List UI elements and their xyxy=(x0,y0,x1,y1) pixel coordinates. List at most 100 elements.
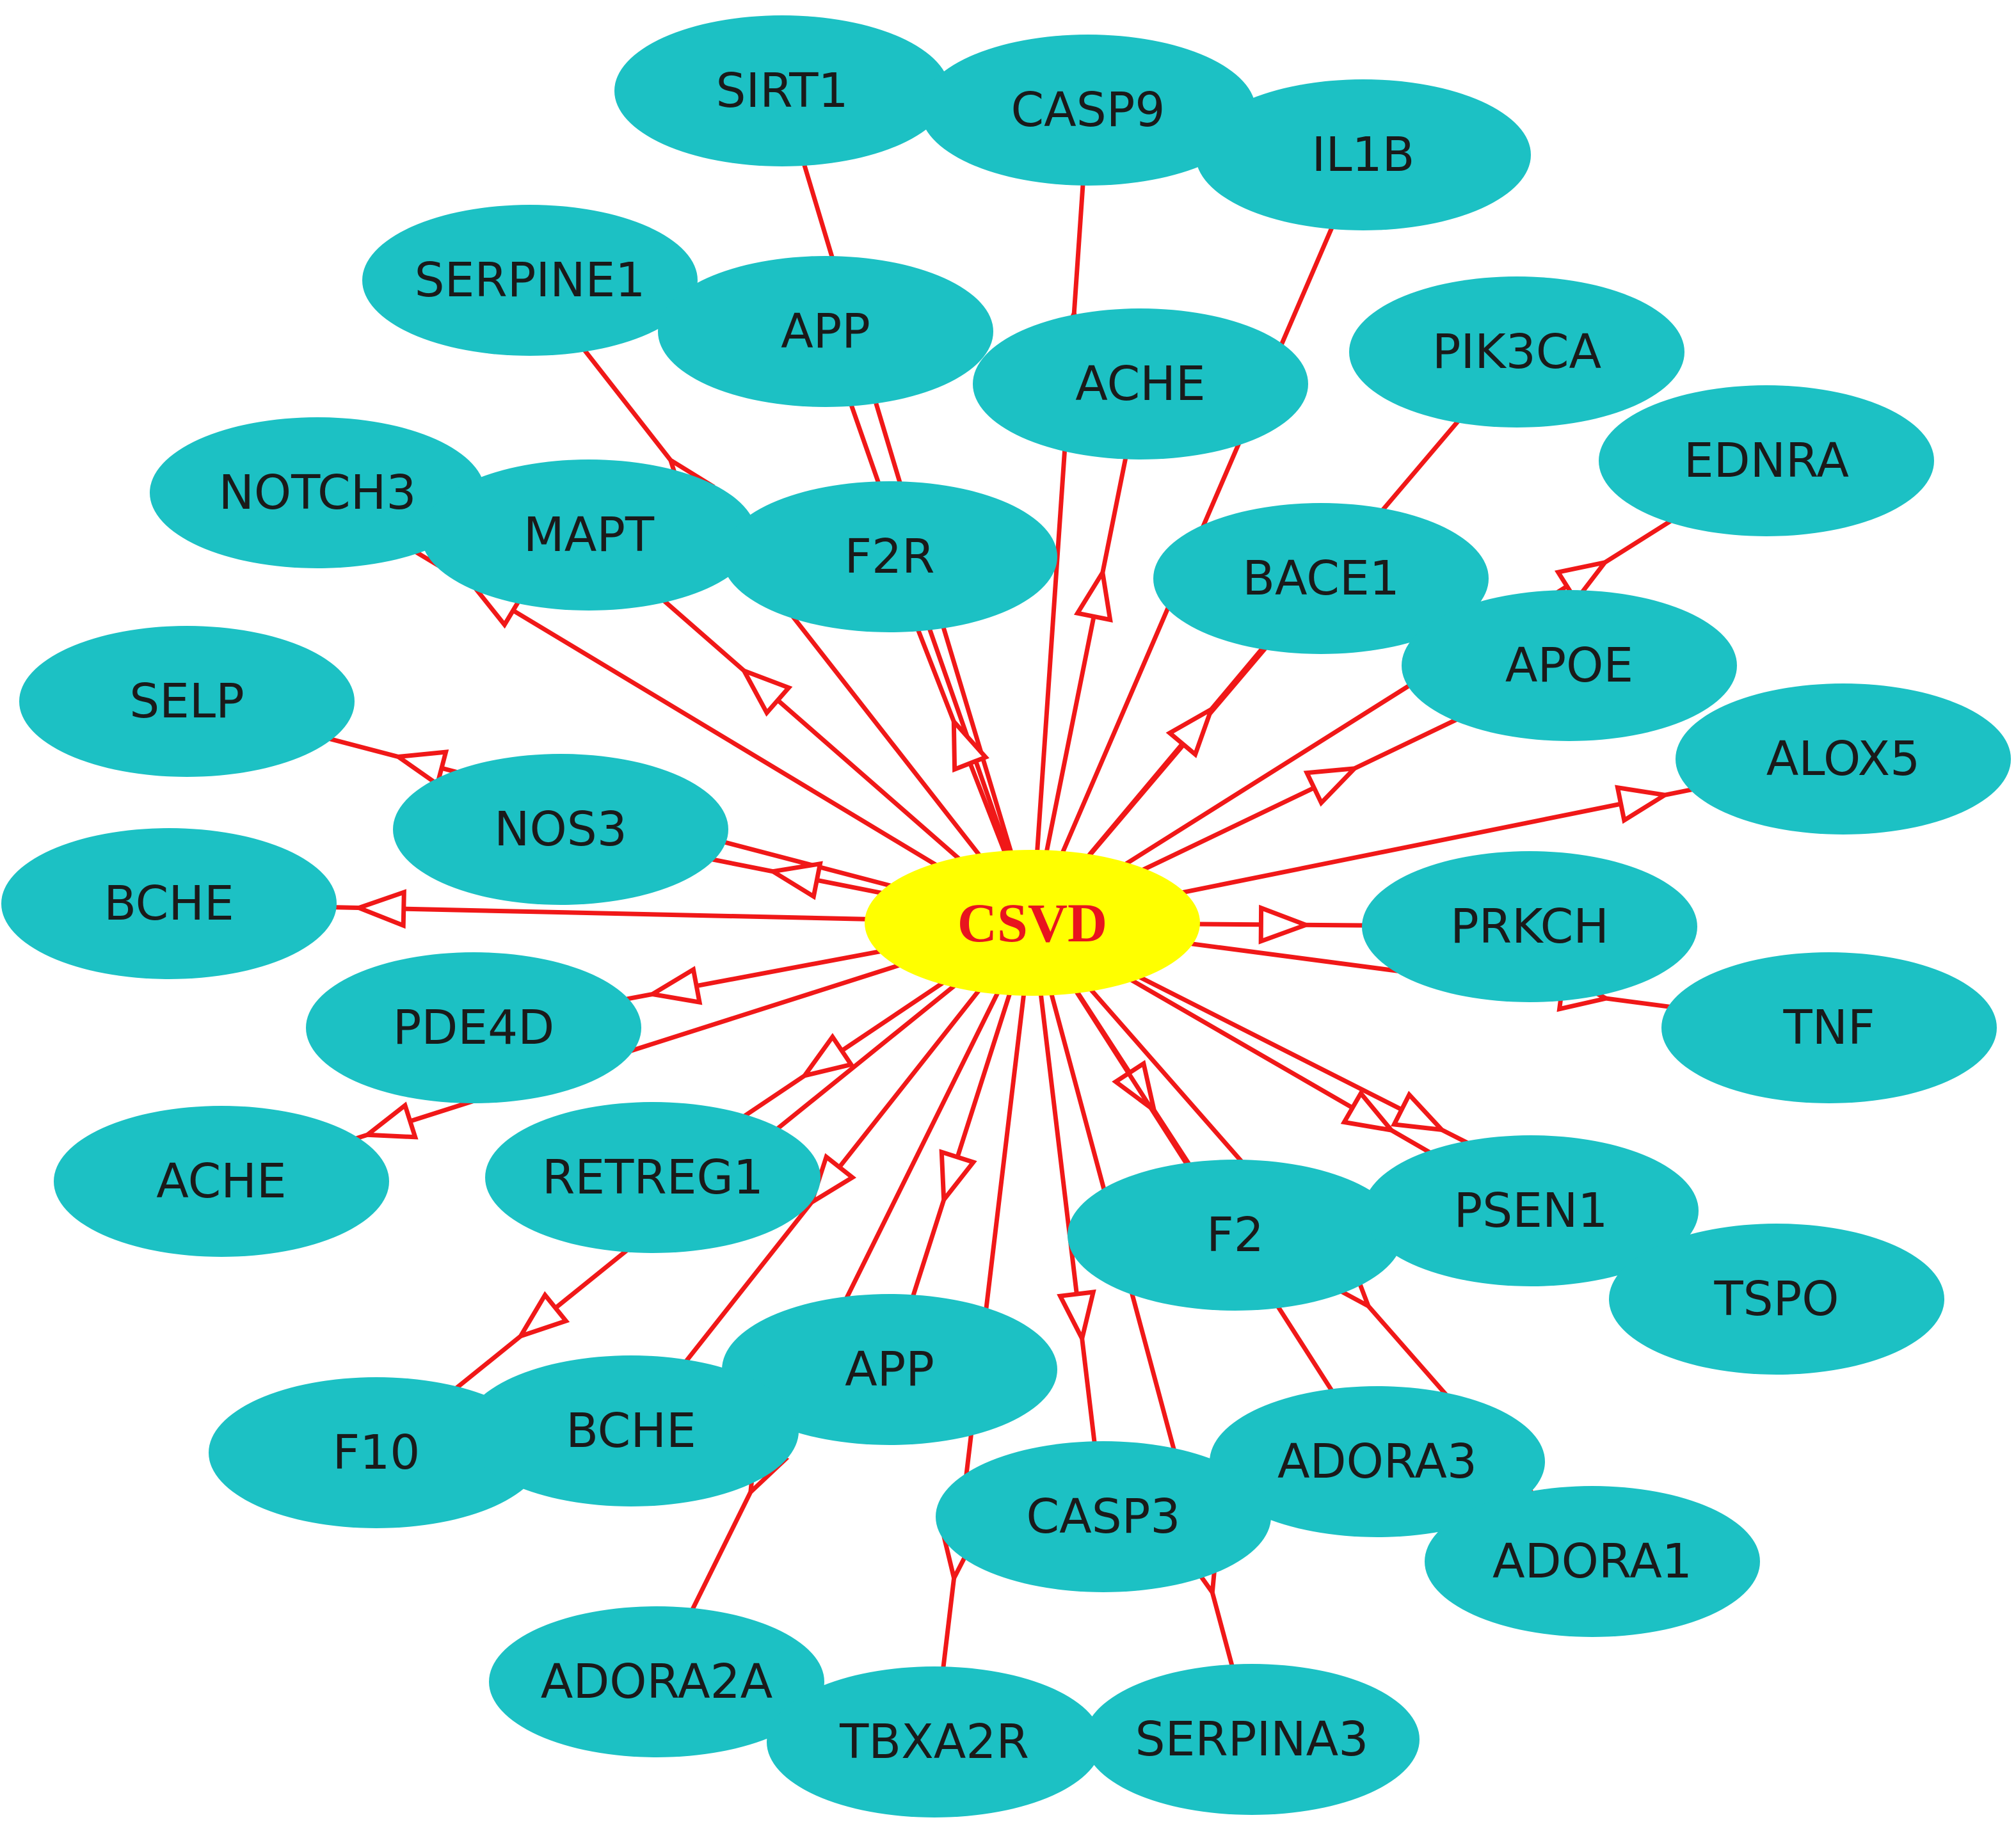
arrowhead xyxy=(739,666,793,717)
node-apoe[interactable]: APOE xyxy=(1402,590,1737,741)
node-tbxa2r[interactable]: TBXA2R xyxy=(767,1666,1102,1817)
node-bche_left[interactable]: BCHE xyxy=(1,828,337,979)
center-node-label: CSVD xyxy=(957,892,1107,954)
node-shape xyxy=(485,1102,820,1253)
node-shape xyxy=(767,1666,1102,1817)
node-shape xyxy=(1609,1224,1944,1375)
node-f10[interactable]: F10 xyxy=(209,1377,544,1528)
node-il1b[interactable]: IL1B xyxy=(1196,79,1531,230)
node-shape xyxy=(209,1377,544,1528)
node-retreg1[interactable]: RETREG1 xyxy=(485,1102,820,1253)
node-label: APP xyxy=(781,304,870,359)
node-serpine1[interactable]: SERPINE1 xyxy=(362,205,698,356)
node-ache_left[interactable]: ACHE xyxy=(54,1106,389,1257)
node-notch3[interactable]: NOTCH3 xyxy=(150,417,485,568)
node-label: CASP9 xyxy=(1011,83,1165,138)
node-shape xyxy=(722,1294,1057,1445)
node-label: BCHE xyxy=(566,1403,696,1458)
node-sirt1[interactable]: SIRT1 xyxy=(614,15,950,166)
node-selp[interactable]: SELP xyxy=(19,626,355,777)
node-shape xyxy=(1196,79,1531,230)
node-prkch[interactable]: PRKCH xyxy=(1362,851,1697,1002)
node-f2r[interactable]: F2R xyxy=(722,481,1057,632)
edge-line xyxy=(1030,922,1106,1517)
node-shape xyxy=(1084,1664,1420,1815)
arrowhead xyxy=(799,1033,855,1080)
node-pik3ca[interactable]: PIK3CA xyxy=(1349,276,1684,427)
node-label: IL1B xyxy=(1312,127,1415,182)
arrowhead xyxy=(646,966,703,1005)
node-app_top[interactable]: APP xyxy=(658,256,993,407)
node-f2[interactable]: F2 xyxy=(1068,1160,1403,1311)
node-shape xyxy=(1068,1160,1403,1311)
edge-line xyxy=(1030,109,1091,923)
edge-casp9 xyxy=(1030,109,1091,923)
node-mapt[interactable]: MAPT xyxy=(421,459,756,611)
node-bche_bottom[interactable]: BCHE xyxy=(463,1355,799,1506)
node-label: MAPT xyxy=(524,507,655,563)
node-shape xyxy=(1153,503,1489,654)
center-node[interactable]: CSVD xyxy=(865,850,1200,996)
node-label: PIK3CA xyxy=(1432,324,1602,379)
node-shape xyxy=(1210,1386,1545,1537)
node-adora1[interactable]: ADORA1 xyxy=(1425,1486,1760,1637)
node-psen1[interactable]: PSEN1 xyxy=(1363,1135,1699,1286)
node-shape xyxy=(1676,683,2011,835)
node-bace1[interactable]: BACE1 xyxy=(1153,503,1489,654)
arrowhead xyxy=(939,1149,977,1206)
arrowhead xyxy=(392,749,449,788)
node-tspo[interactable]: TSPO xyxy=(1609,1224,1944,1375)
node-label: APP xyxy=(845,1342,934,1397)
arrowhead xyxy=(1258,904,1313,945)
node-shape xyxy=(1,828,337,979)
node-shape xyxy=(920,35,1256,186)
node-label: BACE1 xyxy=(1242,551,1400,606)
node-alox5[interactable]: ALOX5 xyxy=(1676,683,2011,835)
arrowhead xyxy=(1391,1090,1448,1133)
node-shape xyxy=(393,754,728,905)
node-label: F2R xyxy=(844,529,934,584)
node-label: TSPO xyxy=(1713,1272,1839,1327)
node-label: TBXA2R xyxy=(839,1714,1029,1769)
node-label: SELP xyxy=(129,674,244,729)
center-node-shape xyxy=(865,850,1200,996)
arrowhead xyxy=(1340,1089,1397,1134)
arrowhead xyxy=(1165,704,1216,758)
node-casp3[interactable]: CASP3 xyxy=(936,1441,1271,1592)
edge-line xyxy=(1031,459,1768,925)
arrowhead xyxy=(1554,559,1611,605)
node-app_bottom[interactable]: APP xyxy=(722,1294,1057,1445)
node-shape xyxy=(306,952,641,1103)
node-shape xyxy=(1599,385,1934,536)
node-label: NOS3 xyxy=(494,802,627,857)
arrowhead xyxy=(951,715,989,773)
node-tnf[interactable]: TNF xyxy=(1661,952,1997,1103)
node-label: APOE xyxy=(1505,638,1633,693)
node-label: F2 xyxy=(1206,1208,1264,1263)
node-pde4d[interactable]: PDE4D xyxy=(306,952,641,1103)
node-label: ADORA3 xyxy=(1277,1434,1477,1489)
node-ache_top[interactable]: ACHE xyxy=(973,308,1308,459)
node-nos3[interactable]: NOS3 xyxy=(393,754,728,905)
node-adora3[interactable]: ADORA3 xyxy=(1210,1386,1545,1537)
node-label: PDE4D xyxy=(393,1000,554,1055)
arrowhead xyxy=(1073,566,1113,623)
node-casp9[interactable]: CASP9 xyxy=(920,35,1256,186)
node-serpina3[interactable]: SERPINA3 xyxy=(1084,1664,1420,1815)
node-label: TNF xyxy=(1782,1000,1875,1055)
node-shape xyxy=(150,417,485,568)
node-shape xyxy=(1363,1135,1699,1286)
node-label: SERPINA3 xyxy=(1135,1712,1369,1767)
node-shape xyxy=(1362,851,1697,1002)
node-shape xyxy=(722,481,1057,632)
node-shape xyxy=(1402,590,1737,741)
arrowhead xyxy=(1303,765,1361,807)
arrowhead xyxy=(1615,785,1672,824)
node-adora2a[interactable]: ADORA2A xyxy=(489,1606,824,1757)
node-label: ADORA1 xyxy=(1492,1534,1692,1589)
node-shape xyxy=(54,1106,389,1257)
node-shape xyxy=(463,1355,799,1506)
node-ednra[interactable]: EDNRA xyxy=(1599,385,1934,536)
